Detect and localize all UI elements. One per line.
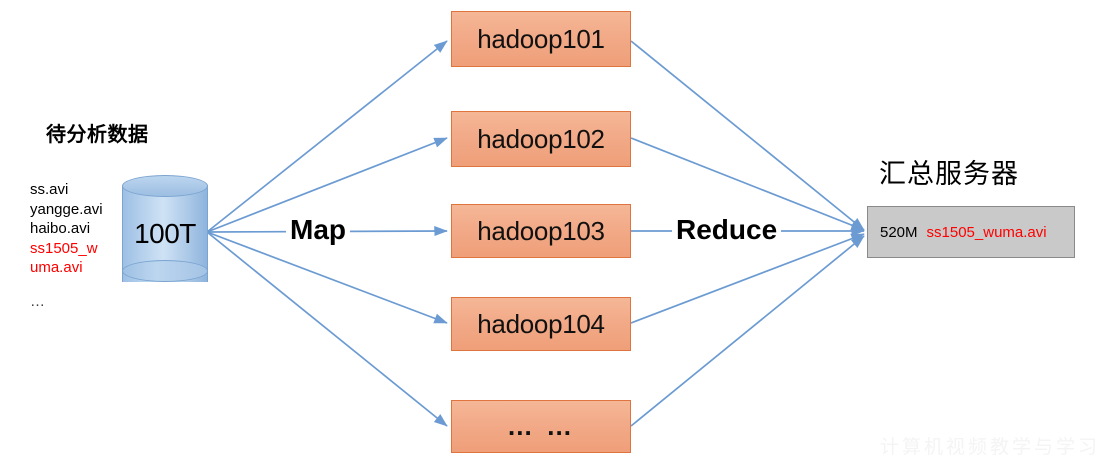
source-file-list: ss.avi yangge.avi haibo.avi ss1505_w uma…	[30, 180, 122, 311]
node-hadoop101[interactable]: hadoop101	[451, 11, 631, 67]
source-data-title: 待分析数据	[46, 124, 149, 146]
file-item: yangge.avi	[30, 200, 103, 218]
cylinder-bottom-cap	[122, 260, 208, 282]
summary-file-size: 520M	[880, 223, 918, 241]
stage-label-map: Map	[286, 214, 350, 246]
edge-reduce-5	[630, 235, 865, 427]
node-hadoop104[interactable]: hadoop104	[451, 297, 631, 351]
edge-reduce-1	[630, 40, 865, 231]
file-item: haibo.avi	[30, 220, 91, 237]
file-item: ss.avi	[30, 181, 69, 198]
node-more-ellipsis[interactable]: … …	[451, 400, 631, 453]
summary-file-name: ss1505_wuma.avi	[926, 223, 1047, 241]
cylinder-top-cap	[122, 175, 208, 197]
edge-map-5	[206, 231, 448, 427]
file-list-ellipsis: …	[30, 292, 47, 310]
storage-capacity-label: 100T	[134, 218, 196, 249]
stage-label-reduce: Reduce	[672, 214, 782, 246]
watermark: 计算机视频教学与学习	[880, 437, 1101, 458]
summary-server-box[interactable]: 520M ss1505_wuma.avi	[867, 206, 1075, 258]
node-hadoop103[interactable]: hadoop103	[451, 204, 631, 258]
file-item-highlight: ss1505_w	[30, 239, 98, 257]
edge-map-1	[206, 40, 448, 233]
node-hadoop102[interactable]: hadoop102	[451, 111, 631, 167]
storage-cylinder: 100T	[122, 175, 208, 293]
edge-reduce-4	[630, 233, 865, 324]
summary-server-title: 汇总服务器	[879, 159, 1019, 189]
file-item-highlight: uma.avi	[30, 259, 83, 276]
